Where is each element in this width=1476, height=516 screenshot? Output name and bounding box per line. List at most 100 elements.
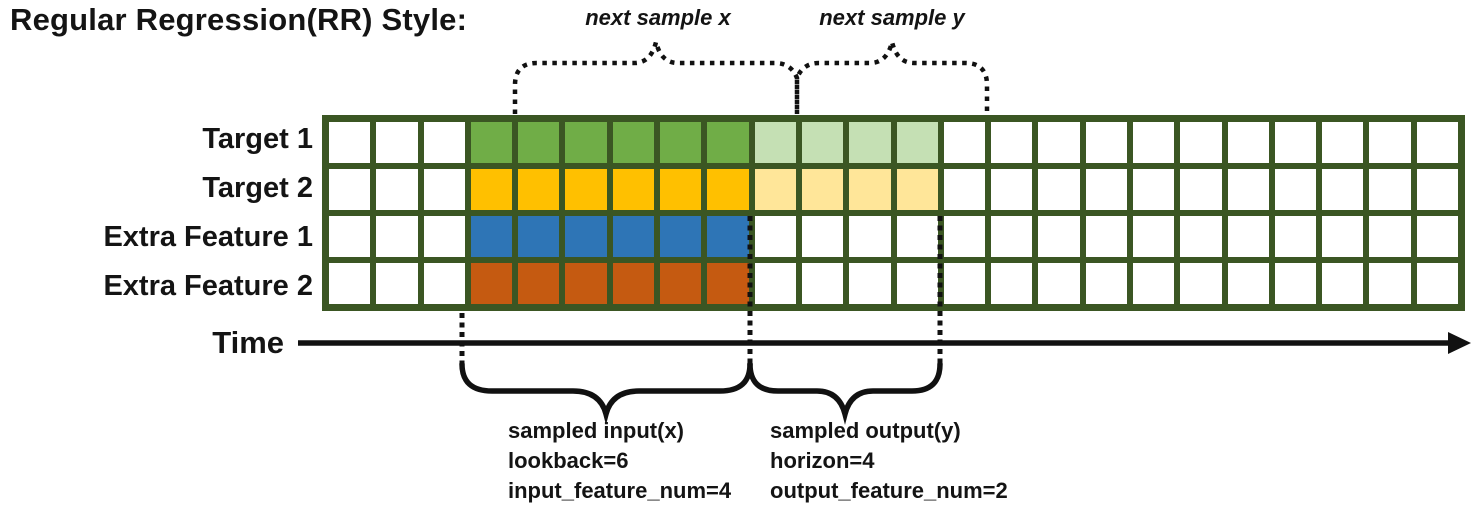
- grid-cell: [1322, 122, 1364, 163]
- grid-cell: [896, 122, 938, 163]
- next-sample-x-label: next sample x: [585, 5, 731, 30]
- grid-cell: [1274, 122, 1317, 163]
- diagram-title: Regular Regression(RR) Style:: [10, 2, 468, 37]
- grid-cell: [329, 122, 371, 163]
- grid-cell: [329, 263, 371, 304]
- grid-cell: [943, 263, 986, 304]
- grid-cell: [754, 169, 796, 210]
- sampled-output-annotation: sampled output(y) horizon=4 output_featu…: [770, 416, 1008, 506]
- row-label-target-1: Target 1: [202, 123, 313, 155]
- grid-cell: [1085, 263, 1127, 304]
- grid-cell: [754, 216, 796, 257]
- grid-cell: [801, 263, 844, 304]
- grid-cell: [518, 216, 560, 257]
- next-sample-y-label: next sample y: [819, 5, 965, 30]
- row-label-target-2: Target 2: [202, 172, 313, 204]
- grid-cell: [660, 216, 702, 257]
- grid-cell: [1274, 263, 1317, 304]
- grid-cell: [991, 169, 1033, 210]
- grid-cell: [849, 122, 891, 163]
- grid-cell: [1132, 169, 1175, 210]
- grid-cell: [1322, 263, 1364, 304]
- grid-cell: [376, 216, 418, 257]
- grid-cell: [1227, 122, 1269, 163]
- grid-cell: [943, 122, 986, 163]
- grid-cell: [849, 216, 891, 257]
- grid-cell: [896, 263, 938, 304]
- horizon-line: horizon=4: [770, 448, 875, 473]
- grid-cell: [1180, 169, 1222, 210]
- sampled-output-brace: [747, 361, 943, 425]
- grid-cell: [943, 216, 986, 257]
- grid-cell: [470, 122, 513, 163]
- grid-cell: [1416, 169, 1458, 210]
- grid-cell: [1038, 169, 1080, 210]
- grid-cell: [1369, 122, 1411, 163]
- grid-cell: [1132, 263, 1175, 304]
- grid-cell: [423, 263, 465, 304]
- sampled-output-line: sampled output(y): [770, 418, 961, 443]
- grid-cell: [707, 169, 749, 210]
- grid-cell: [1132, 216, 1175, 257]
- grid-cell: [1227, 216, 1269, 257]
- grid-cell: [423, 122, 465, 163]
- grid-cell: [518, 169, 560, 210]
- next-sample-y-brace: [794, 41, 990, 114]
- grid-cell: [612, 122, 655, 163]
- grid-cell: [1416, 122, 1458, 163]
- grid-cell: [1227, 263, 1269, 304]
- grid-cell: [423, 216, 465, 257]
- grid-cell: [470, 263, 513, 304]
- grid-cell: [1416, 263, 1458, 304]
- grid-cell: [329, 169, 371, 210]
- grid-cell: [1085, 122, 1127, 163]
- grid-cell: [376, 122, 418, 163]
- grid-cell: [1416, 216, 1458, 257]
- grid-cell: [518, 122, 560, 163]
- grid-cell: [1227, 169, 1269, 210]
- grid-cell: [991, 216, 1033, 257]
- grid-cell: [1180, 216, 1222, 257]
- grid-cell: [754, 122, 796, 163]
- grid-cell: [1369, 263, 1411, 304]
- grid-cell: [849, 263, 891, 304]
- grid-cell: [329, 216, 371, 257]
- grid-cell: [565, 263, 607, 304]
- lookback-line: lookback=6: [508, 448, 629, 473]
- grid-cell: [1322, 169, 1364, 210]
- grid-cell: [991, 263, 1033, 304]
- grid-cell: [1180, 122, 1222, 163]
- next-sample-x-brace: [512, 41, 800, 114]
- grid-cell: [801, 169, 844, 210]
- grid-cell: [1322, 216, 1364, 257]
- grid-cell: [1369, 216, 1411, 257]
- sampled-input-line: sampled input(x): [508, 418, 685, 443]
- grid-cell: [470, 169, 513, 210]
- grid-cell: [707, 122, 749, 163]
- grid-cell: [801, 122, 844, 163]
- sampled-input-annotation: sampled input(x) lookback=6 input_featur…: [508, 416, 731, 506]
- time-axis-arrowhead: [1448, 332, 1471, 354]
- grid-cell: [612, 169, 655, 210]
- grid-cell: [376, 169, 418, 210]
- grid-cell: [1038, 216, 1080, 257]
- grid-cell: [1274, 169, 1317, 210]
- grid-cell: [1085, 216, 1127, 257]
- sampled-input-brace: [459, 361, 753, 425]
- grid-cell: [1180, 263, 1222, 304]
- grid-cell: [1132, 122, 1175, 163]
- grid-cell: [565, 216, 607, 257]
- grid-cell: [849, 169, 891, 210]
- row-label-extra-feature-1: Extra Feature 1: [103, 221, 313, 253]
- grid-cell: [896, 169, 938, 210]
- row-label-extra-feature-2: Extra Feature 2: [103, 270, 313, 302]
- grid-cell: [754, 263, 796, 304]
- grid-cell: [660, 169, 702, 210]
- grid-cell: [470, 216, 513, 257]
- grid-cell: [423, 169, 465, 210]
- grid-cell: [376, 263, 418, 304]
- grid-cell: [1274, 216, 1317, 257]
- grid-cell: [707, 216, 749, 257]
- grid-cell: [518, 263, 560, 304]
